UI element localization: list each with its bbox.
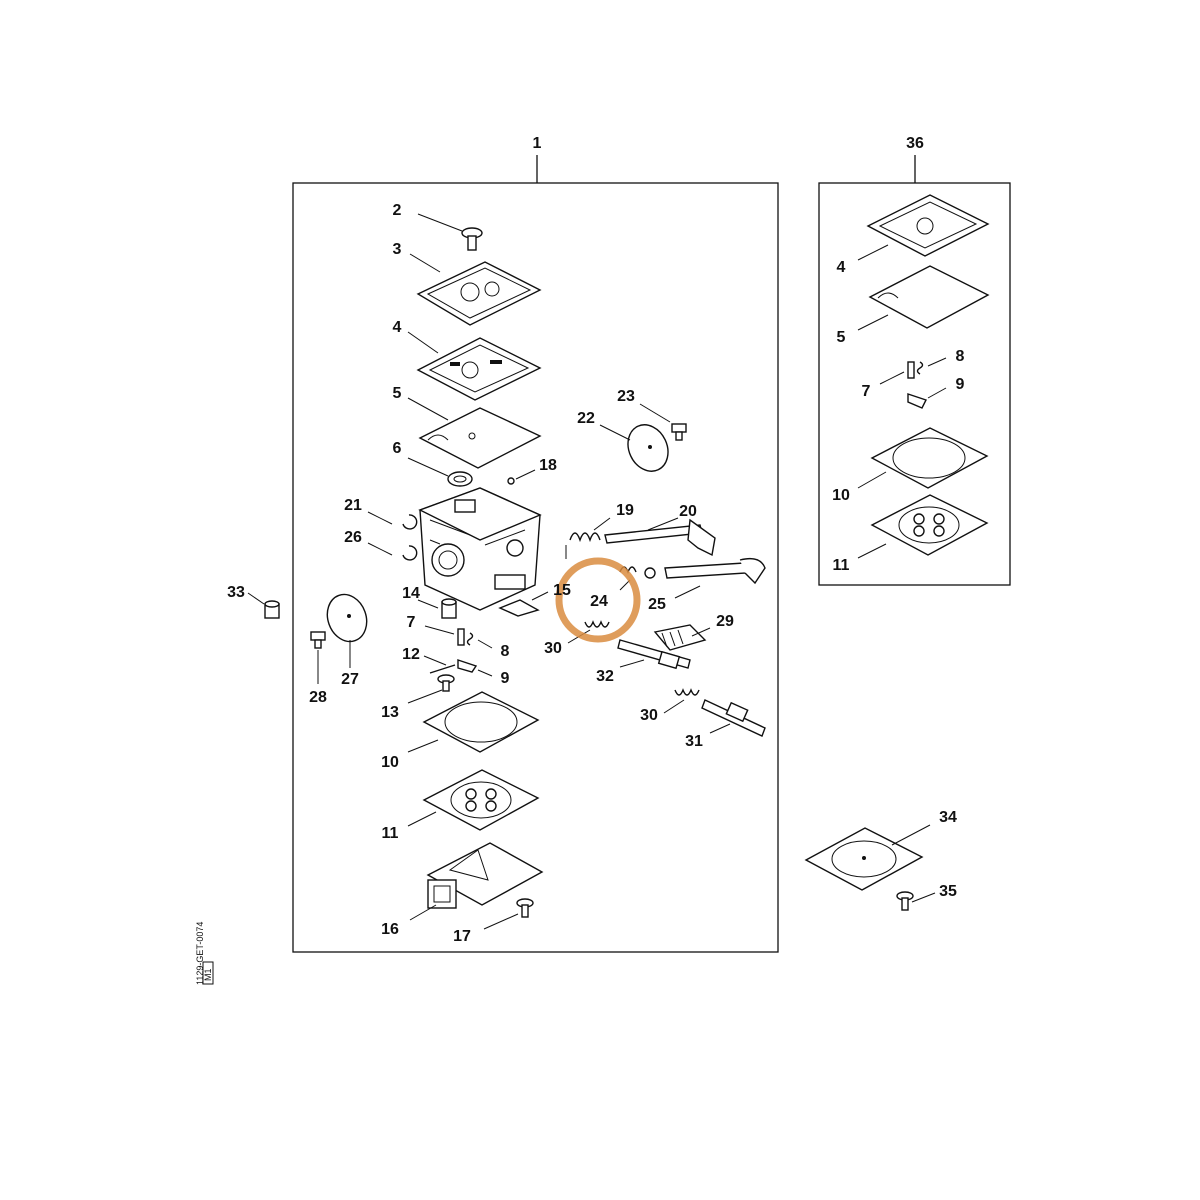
part-35-screw[interactable] — [896, 891, 914, 911]
part-33-plug[interactable] — [264, 600, 280, 619]
label-17[interactable]: 17 — [453, 928, 471, 945]
main-assembly-box — [292, 182, 779, 953]
part-34-diaphragm[interactable] — [804, 827, 924, 891]
part-9-lever[interactable] — [457, 659, 478, 673]
label-9[interactable]: 9 — [501, 670, 510, 687]
kit-part-11-diaphragm[interactable] — [870, 494, 989, 556]
part-8-spring[interactable] — [466, 632, 474, 646]
kit-label-7[interactable]: 7 — [862, 383, 871, 400]
part-2-screw[interactable] — [461, 227, 483, 251]
part-3-cover[interactable] — [416, 261, 542, 326]
part-32-needle[interactable] — [617, 639, 691, 670]
label-10[interactable]: 10 — [381, 754, 399, 771]
part-20-throttle-shaft[interactable] — [604, 518, 716, 557]
label-33[interactable]: 33 — [227, 584, 245, 601]
label-28[interactable]: 28 — [309, 689, 327, 706]
part-31-needle[interactable] — [701, 699, 766, 737]
part-15-valve[interactable] — [498, 599, 540, 617]
kit-label-5[interactable]: 5 — [837, 329, 846, 346]
label-23[interactable]: 23 — [617, 388, 635, 405]
label-12[interactable]: 12 — [402, 646, 420, 663]
part-30-spring-lower[interactable] — [674, 688, 700, 696]
label-22[interactable]: 22 — [577, 410, 595, 427]
label-25[interactable]: 25 — [648, 596, 666, 613]
kit-label-9[interactable]: 9 — [956, 376, 965, 393]
label-14[interactable]: 14 — [402, 585, 420, 602]
part-5-membrane[interactable] — [418, 407, 542, 469]
kit-part-7-needle[interactable] — [907, 361, 915, 379]
part-14-nozzle[interactable] — [441, 598, 457, 619]
label-7[interactable]: 7 — [407, 614, 416, 631]
part-12-pin[interactable] — [429, 664, 456, 674]
label-27[interactable]: 27 — [341, 671, 359, 688]
part-22-throttle-disc[interactable] — [621, 418, 676, 478]
part-21-clip[interactable] — [402, 514, 418, 530]
label-30-lower[interactable]: 30 — [640, 707, 658, 724]
kit-part-8-spring[interactable] — [916, 361, 924, 375]
part-17-screw[interactable] — [516, 898, 534, 918]
label-30-upper[interactable]: 30 — [544, 640, 562, 657]
part-13-screw[interactable] — [437, 674, 455, 692]
part-26-clip[interactable] — [402, 545, 418, 561]
part-19-spring[interactable] — [569, 532, 601, 543]
label-32[interactable]: 32 — [596, 668, 614, 685]
label-11[interactable]: 11 — [382, 825, 399, 842]
label-8[interactable]: 8 — [501, 643, 510, 660]
part-6-screen[interactable] — [447, 471, 473, 487]
label-31[interactable]: 31 — [685, 733, 703, 750]
part-number-labels: 1 36 2 3 4 5 6 18 21 26 22 23 19 20 15 2… — [227, 135, 964, 945]
label-18[interactable]: 18 — [539, 457, 557, 474]
part-27-choke-disc[interactable] — [321, 589, 373, 647]
label-16[interactable]: 16 — [381, 921, 399, 938]
kit-label-4[interactable]: 4 — [837, 259, 846, 276]
part-7-inlet-needle[interactable] — [457, 628, 465, 646]
part-1-carburetor-body[interactable] — [418, 487, 542, 611]
label-19[interactable]: 19 — [616, 502, 634, 519]
part-24-highlight-ring — [555, 557, 641, 643]
label-36[interactable]: 36 — [906, 135, 924, 152]
part-11-diaphragm[interactable] — [422, 769, 540, 831]
label-26[interactable]: 26 — [344, 529, 362, 546]
part-18-ball[interactable] — [507, 477, 515, 485]
label-13[interactable]: 13 — [381, 704, 399, 721]
kit-label-10[interactable]: 10 — [832, 487, 850, 504]
svg-text:M1: M1 — [203, 968, 213, 981]
label-35[interactable]: 35 — [939, 883, 957, 900]
kit-label-8[interactable]: 8 — [956, 348, 965, 365]
label-1[interactable]: 1 — [533, 135, 542, 152]
kit-part-10-gasket[interactable] — [870, 427, 989, 489]
part-16-pump-cover[interactable] — [426, 842, 544, 909]
kit-label-11[interactable]: 11 — [833, 557, 850, 574]
label-2[interactable]: 2 — [393, 202, 402, 219]
part-28-screw[interactable] — [310, 631, 326, 649]
kit-part-4-gasket[interactable] — [866, 194, 990, 257]
label-24[interactable]: 24 — [590, 593, 608, 610]
part-4-gasket[interactable] — [416, 337, 542, 401]
part-23-screw[interactable] — [671, 423, 687, 441]
label-5[interactable]: 5 — [393, 385, 402, 402]
reference-code-box: M1 — [202, 961, 214, 985]
kit-part-9-lever[interactable] — [907, 393, 927, 409]
reference-code: 1129-GET-0074 — [195, 922, 205, 985]
repair-kit-box — [818, 182, 1011, 586]
part-30-spring-upper[interactable] — [584, 620, 610, 628]
label-6[interactable]: 6 — [393, 440, 402, 457]
label-29[interactable]: 29 — [716, 613, 734, 630]
label-21[interactable]: 21 — [344, 497, 362, 514]
label-15[interactable]: 15 — [553, 582, 571, 599]
part-10-gasket[interactable] — [422, 691, 540, 753]
part-25-choke-shaft[interactable] — [644, 557, 766, 585]
label-3[interactable]: 3 — [393, 241, 402, 258]
label-34[interactable]: 34 — [939, 809, 957, 826]
label-4[interactable]: 4 — [393, 319, 402, 336]
kit-part-5-membrane[interactable] — [868, 265, 990, 329]
part-29-adjust-screw[interactable] — [653, 624, 707, 651]
label-20[interactable]: 20 — [679, 503, 697, 520]
